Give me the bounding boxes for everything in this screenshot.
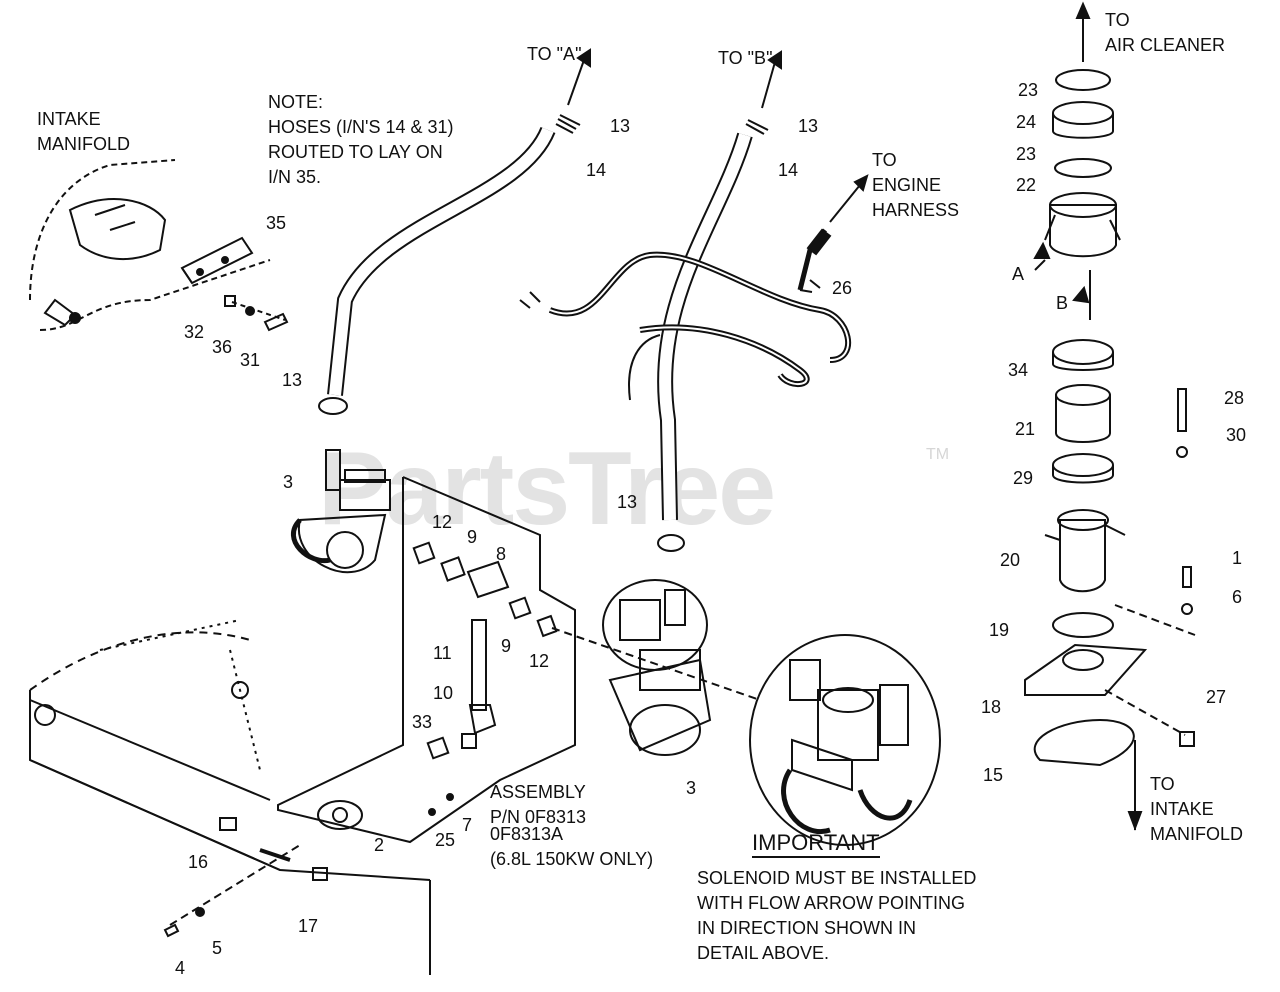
clamp-13-right-drawing: [657, 534, 685, 552]
callout-13-a: 13: [610, 116, 631, 136]
callout-20: 20: [1000, 550, 1021, 570]
intake-manifold-drawing: [29, 159, 271, 331]
callout-15: 15: [983, 765, 1004, 785]
callout-30: 30: [1226, 425, 1247, 445]
callout-1: 1: [1232, 548, 1243, 568]
solenoid-detail-drawing: [749, 634, 941, 846]
callout-18: 18: [981, 697, 1002, 717]
callout-5: 5: [212, 938, 223, 958]
clamp-13-mid-drawing: [318, 397, 348, 415]
callout-6: 6: [1232, 587, 1243, 607]
intake-manifold-label: INTAKE MANIFOLD: [37, 109, 131, 154]
nut-32-drawing: [224, 295, 236, 307]
leader-26: [799, 279, 821, 293]
callout-14-b: 14: [778, 160, 799, 180]
callout-2: 2: [374, 835, 385, 855]
callout-11: 11: [433, 643, 452, 663]
callout-3-b: 3: [686, 778, 697, 798]
regulator-3-lower-drawing: [602, 579, 712, 756]
callout-16: 16: [188, 852, 209, 872]
arrow-b-label: B: [1056, 293, 1069, 313]
to-engine-harness-label: TO ENGINE HARNESS: [872, 150, 960, 220]
assembly-alt-label: 0F8313A (6.8L 150KW ONLY): [490, 824, 654, 869]
trademark-mark: TM: [926, 446, 950, 463]
frame-drawing: [29, 619, 431, 975]
arrow-a-label: A: [1012, 264, 1025, 284]
callout-8: 8: [496, 544, 507, 564]
callout-10: 10: [433, 683, 454, 703]
callout-13-c: 13: [282, 370, 303, 390]
to-intake-manifold-label: TO INTAKE MANIFOLD: [1150, 774, 1244, 844]
watermark: PartsTree: [318, 431, 776, 547]
to-a-arrow-line: [567, 59, 585, 106]
callout-34: 34: [1008, 360, 1029, 380]
hose-14-left-drawing: [327, 126, 556, 396]
callout-24: 24: [1016, 112, 1037, 132]
bracket-35-drawing: [180, 236, 254, 285]
callout-14-a: 14: [586, 160, 607, 180]
callout-25: 25: [435, 830, 456, 850]
callout-13-d: 13: [617, 492, 638, 512]
important-text: SOLENOID MUST BE INSTALLED WITH FLOW ARR…: [697, 868, 977, 963]
callout-4: 4: [175, 958, 186, 978]
callout-26: 26: [832, 278, 853, 298]
fittings-drawing: [412, 541, 558, 760]
callout-31: 31: [240, 350, 261, 370]
callout-35: 35: [266, 213, 287, 233]
callout-22: 22: [1016, 175, 1037, 195]
callout-9-a: 9: [467, 527, 478, 547]
callout-9-b: 9: [501, 636, 512, 656]
to-b-label: TO "B": [718, 48, 773, 68]
callout-27: 27: [1206, 687, 1227, 707]
callout-7: 7: [462, 815, 473, 835]
assembly-outline: [277, 476, 576, 844]
callout-19: 19: [989, 620, 1010, 640]
air-cleaner-stack-drawing: [1024, 1, 1196, 831]
callout-3-a: 3: [283, 472, 294, 492]
callout-23-a: 23: [1018, 80, 1039, 100]
callout-12-a: 12: [432, 512, 453, 532]
callout-29: 29: [1013, 468, 1034, 488]
assembly-label: ASSEMBLY P/N 0F8313: [490, 782, 587, 827]
callout-36: 36: [212, 337, 233, 357]
to-air-cleaner-label: TO AIR CLEANER: [1105, 10, 1226, 55]
callout-33: 33: [412, 712, 433, 732]
callout-28: 28: [1224, 388, 1245, 408]
fitting-13-top-right-drawing: [745, 119, 769, 135]
fitting-13-top-left-drawing: [555, 114, 581, 134]
callout-32: 32: [184, 322, 205, 342]
to-a-label: TO "A": [527, 44, 582, 64]
callout-12-b: 12: [529, 651, 550, 671]
callout-13-b: 13: [798, 116, 819, 136]
callout-23-b: 23: [1016, 144, 1037, 164]
callout-17: 17: [298, 916, 319, 936]
regulator-3-upper-drawing: [291, 449, 391, 574]
important-heading: IMPORTANT: [752, 830, 880, 858]
hose-14-right-drawing: [657, 132, 753, 521]
note-label: NOTE: HOSES (I/N'S 14 & 31) ROUTED TO LA…: [268, 92, 454, 187]
callout-21: 21: [1015, 419, 1036, 439]
engine-harness-drawing: [519, 174, 869, 401]
